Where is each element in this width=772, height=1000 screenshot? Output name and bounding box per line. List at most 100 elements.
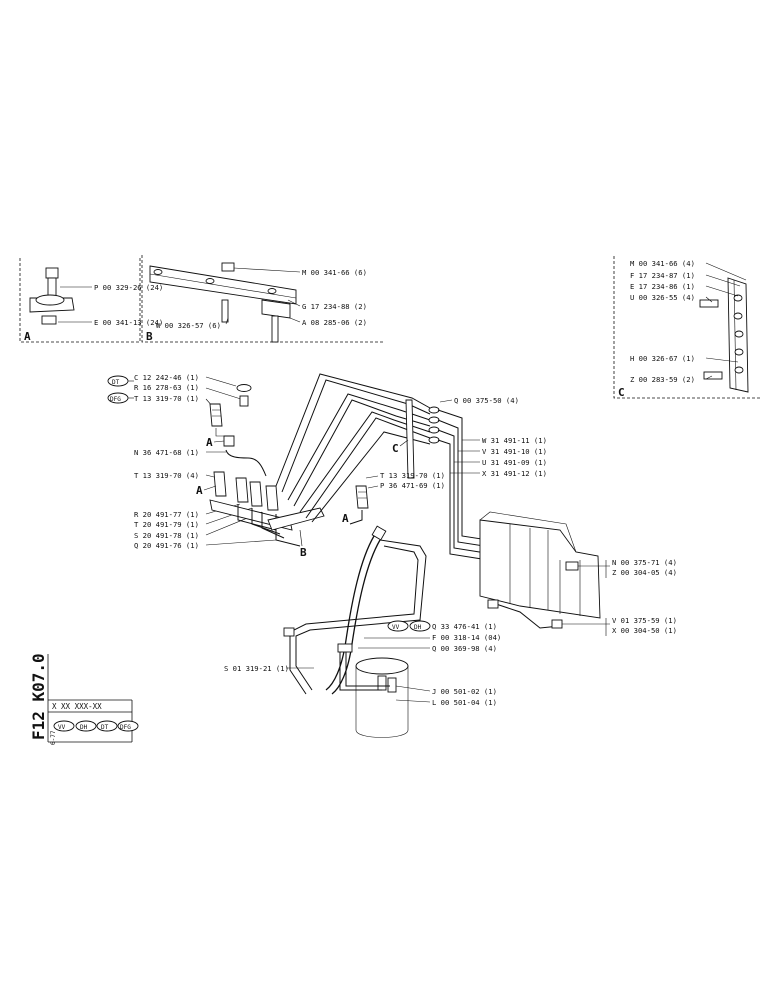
detail-a-letter: A (24, 330, 31, 343)
bolt-shank (47, 277, 57, 297)
leader-b1 (233, 267, 301, 273)
label-s01319: S 01 319-21 (1) (224, 664, 289, 673)
fitting-q375-1 (428, 406, 440, 414)
label-c-h00326: H 00 326-67 (1) (630, 354, 695, 363)
valve-3 (249, 481, 263, 507)
bracket-c-bar (405, 399, 415, 479)
valve-2 (235, 477, 249, 503)
detail-b-frame (141, 255, 384, 343)
clamp-nut (221, 262, 235, 272)
c-hole-4 (734, 348, 744, 356)
tag-vv (387, 620, 409, 632)
callout-c-line (399, 439, 409, 447)
callout-a-1: A (206, 436, 213, 449)
rail-hole-3 (267, 288, 277, 294)
label-u31491: U 31 491-09 (1) (482, 458, 547, 467)
leader-c12242 (205, 376, 237, 387)
valve-center (355, 485, 369, 509)
callout-a-3: A (342, 512, 349, 525)
callout-a2-line (203, 485, 217, 491)
pipe-bundle-1 (275, 373, 431, 487)
valve-center-detail (358, 491, 367, 499)
label-r16278: R 16 278-63 (1) (134, 383, 199, 392)
return-line-1 (295, 539, 427, 691)
callout-c: C (392, 442, 399, 455)
label-t13319-4: T 13 319-70 (4) (134, 471, 199, 480)
valve-block-sections-2 (559, 560, 581, 616)
pump-line-1 (339, 650, 382, 691)
label-s20491: S 20 491-78 (1) (134, 531, 199, 540)
detail-c-frame (613, 256, 760, 399)
bank-pipe-r (237, 504, 277, 531)
fitting-v01375-a (487, 599, 499, 609)
leader-r16278 (205, 387, 245, 401)
bolt-w2 (271, 315, 279, 343)
badge-dh (75, 720, 97, 732)
label-z00304-05: Z 00 304-05 (4) (612, 568, 677, 577)
callout-a-2: A (196, 484, 203, 497)
detail-a-frame (19, 258, 141, 343)
label-c-u00326: U 00 326-55 (4) (630, 293, 695, 302)
badge-dh-text: DH (80, 724, 88, 731)
leader-c6 (705, 375, 713, 380)
label-q00375: Q 00 375-50 (4) (454, 396, 519, 405)
rail-hole-2 (205, 278, 215, 284)
title-block: F12 K07.0 6-77 X XX XXX-XX VV DH DT DFG (29, 653, 139, 745)
pipe-bundle-1b (281, 379, 431, 493)
label-v31491: V 31 491-10 (1) (482, 447, 547, 456)
label-l00501: L 00 501-04 (1) (432, 698, 497, 707)
return-line-2 (289, 545, 419, 695)
tube-v01375 (495, 603, 561, 629)
bolt-w1 (221, 299, 229, 323)
pump-line-2 (345, 650, 390, 687)
label-r20491: R 20 491-77 (1) (134, 510, 199, 519)
leader-q37550 (439, 399, 453, 403)
badge-vv (53, 720, 75, 732)
bolt-head (45, 267, 59, 279)
nut (41, 315, 57, 325)
leader-q20491 (205, 539, 277, 546)
valve-top-detail (212, 409, 221, 417)
pump-port-2 (387, 677, 397, 693)
main-assembly: DT DFG C 12 242-46 (1) R 16 278-63 (1) T… (107, 373, 677, 738)
label-f00318: F 00 318-14 (04) (432, 633, 501, 642)
label-t20491: T 20 491-79 (1) (134, 520, 199, 529)
fitting-r16278 (239, 395, 249, 407)
detail-b-letter: B (146, 330, 153, 343)
variant-tags-left: DT DFG (107, 375, 134, 404)
fitting-n37571 (565, 561, 579, 571)
leader-c3 (705, 285, 739, 297)
valve-4 (265, 485, 279, 511)
drawing-code: F12 K07.0 (29, 653, 48, 740)
boss-top (35, 294, 65, 306)
label-b-a08285: A 08 285-06 (2) (302, 318, 367, 327)
badge-dfg (117, 720, 139, 732)
pump-port-1 (377, 675, 387, 691)
valve-1 (213, 471, 227, 497)
bank-pipe-t (251, 508, 281, 535)
label-b-m00341: M 00 341-66 (6) (302, 268, 367, 277)
leader-c2 (705, 274, 741, 287)
detail-a: P 00 329-26 (24) E 00 341-13 (24) A (19, 258, 163, 343)
valve-block-top (479, 511, 577, 553)
leader-b3 (289, 317, 301, 323)
leader-j00501 (395, 685, 431, 692)
bank-pipe-s (261, 512, 285, 539)
c-hole-3 (734, 330, 744, 338)
leader-t13319-center (365, 475, 379, 479)
badge-dt-text: DT (101, 724, 109, 731)
label-q20491: Q 20 491-76 (1) (134, 541, 199, 550)
tube-n36471 (225, 449, 267, 477)
label-c-z00283: Z 00 283-59 (2) (630, 375, 695, 384)
label-p36471: P 36 471-69 (1) (380, 481, 445, 490)
valve-center-stem (349, 510, 363, 525)
label-b-g17234: G 17 234-88 (2) (302, 302, 367, 311)
leader-c1 (705, 262, 747, 281)
pump-top (355, 657, 409, 675)
c-hole-1 (733, 294, 743, 302)
drawing-date: 6-77 (50, 730, 57, 745)
bracket-rail (149, 265, 297, 305)
tag-vv-text: VV (392, 624, 400, 631)
title-block-frame (48, 699, 133, 743)
